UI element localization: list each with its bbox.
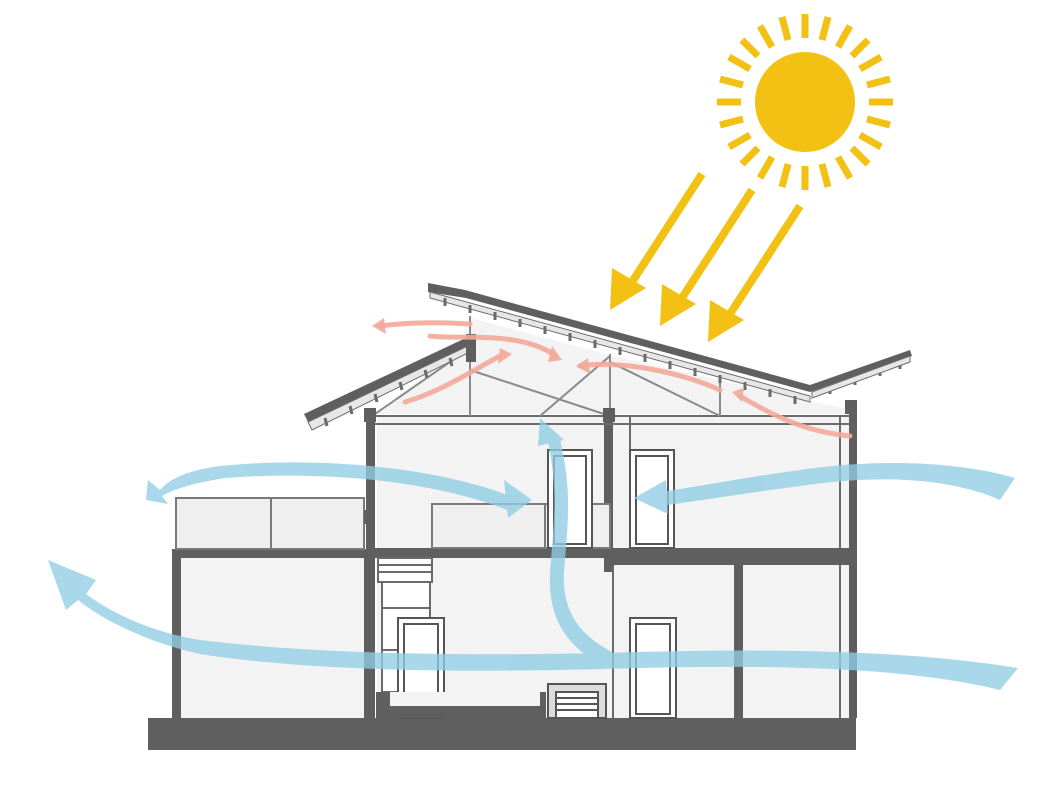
cool-air-head-vertical: [538, 418, 564, 446]
hot-air-flows: [377, 320, 853, 439]
ray-arrow-1: [628, 171, 706, 285]
house-section: [148, 283, 912, 750]
cool-air-flow-upper-left: [146, 462, 520, 512]
hot-air-arrow-4: [577, 361, 723, 393]
lower-roof: [304, 334, 476, 431]
ray-arrow-2-head: [660, 284, 696, 326]
ray-arrow-2: [678, 187, 756, 301]
cool-air-head-upper-right: [634, 480, 668, 514]
cool-air-head-upper-left: [504, 480, 532, 518]
terrace-railing: [175, 497, 365, 550]
hot-air-arrow-5: [737, 393, 853, 439]
cabinet: [547, 683, 607, 719]
hot-air-arrowheads: [372, 318, 744, 402]
cool-air-flow-lower: [48, 560, 1018, 690]
ray-arrow-3: [726, 203, 804, 317]
hot-air-arrow-1: [402, 353, 503, 405]
sun-rays: [717, 14, 893, 190]
ground-slab: [148, 718, 856, 750]
upper-floor-slab: [372, 548, 856, 565]
cool-air-flows: [48, 418, 1018, 690]
sun-icon: [717, 14, 893, 190]
cool-air-flow-vertical: [548, 440, 612, 664]
solar-ray-arrows: [610, 171, 804, 342]
ray-arrow-1-head: [610, 268, 646, 310]
ground-step-inner: [390, 692, 540, 706]
cool-air-flow-upper-right: [660, 463, 1015, 506]
hot-air-arrow-3: [377, 320, 473, 329]
hot-air-arrow-2: [427, 333, 559, 359]
sun-disc: [755, 52, 855, 152]
main-roof: [428, 283, 912, 404]
ray-arrow-3-head: [708, 300, 744, 342]
column-joints: [364, 400, 857, 524]
